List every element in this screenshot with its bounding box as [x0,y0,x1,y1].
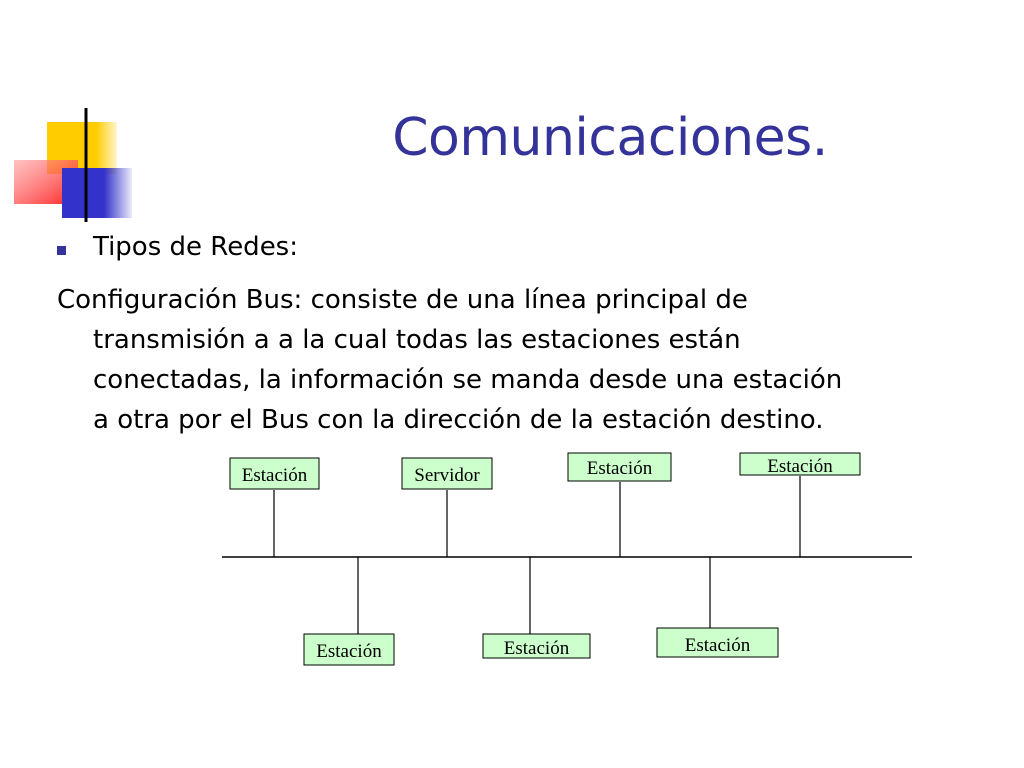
deco-blue-square [62,168,132,218]
station-label: Estación [316,641,382,662]
paragraph-line: conectadas, la información se manda desd… [93,365,843,395]
station-label: Estación [685,635,751,656]
paragraph-line: Configuración Bus: consiste de una línea… [57,285,748,315]
station-node: Estación [739,452,861,477]
station-label: Estación [767,456,833,477]
slide-title: Comunicaciones. [392,108,828,168]
station-node: Estación [482,633,591,659]
station-label: Estación [504,638,570,659]
paragraph-line: a otra por el Bus con la dirección de la… [93,405,824,435]
station-node: Estación [656,627,779,658]
station-node: Estación [229,457,320,490]
station-node: Estación [567,452,672,482]
bullet-text: Tipos de Redes: [93,232,298,262]
station-label: Estación [242,465,308,486]
station-node: Estación [303,633,395,666]
paragraph-line: transmisión a a la cual todas las estaci… [93,325,741,355]
bus-description: Configuración Bus: consiste de una línea… [57,280,977,440]
bullet-square-icon [57,246,66,255]
station-label: Estación [587,458,653,479]
server-label: Servidor [414,465,480,486]
server-node: Servidor [401,457,493,490]
corner-decoration [14,108,1000,222]
